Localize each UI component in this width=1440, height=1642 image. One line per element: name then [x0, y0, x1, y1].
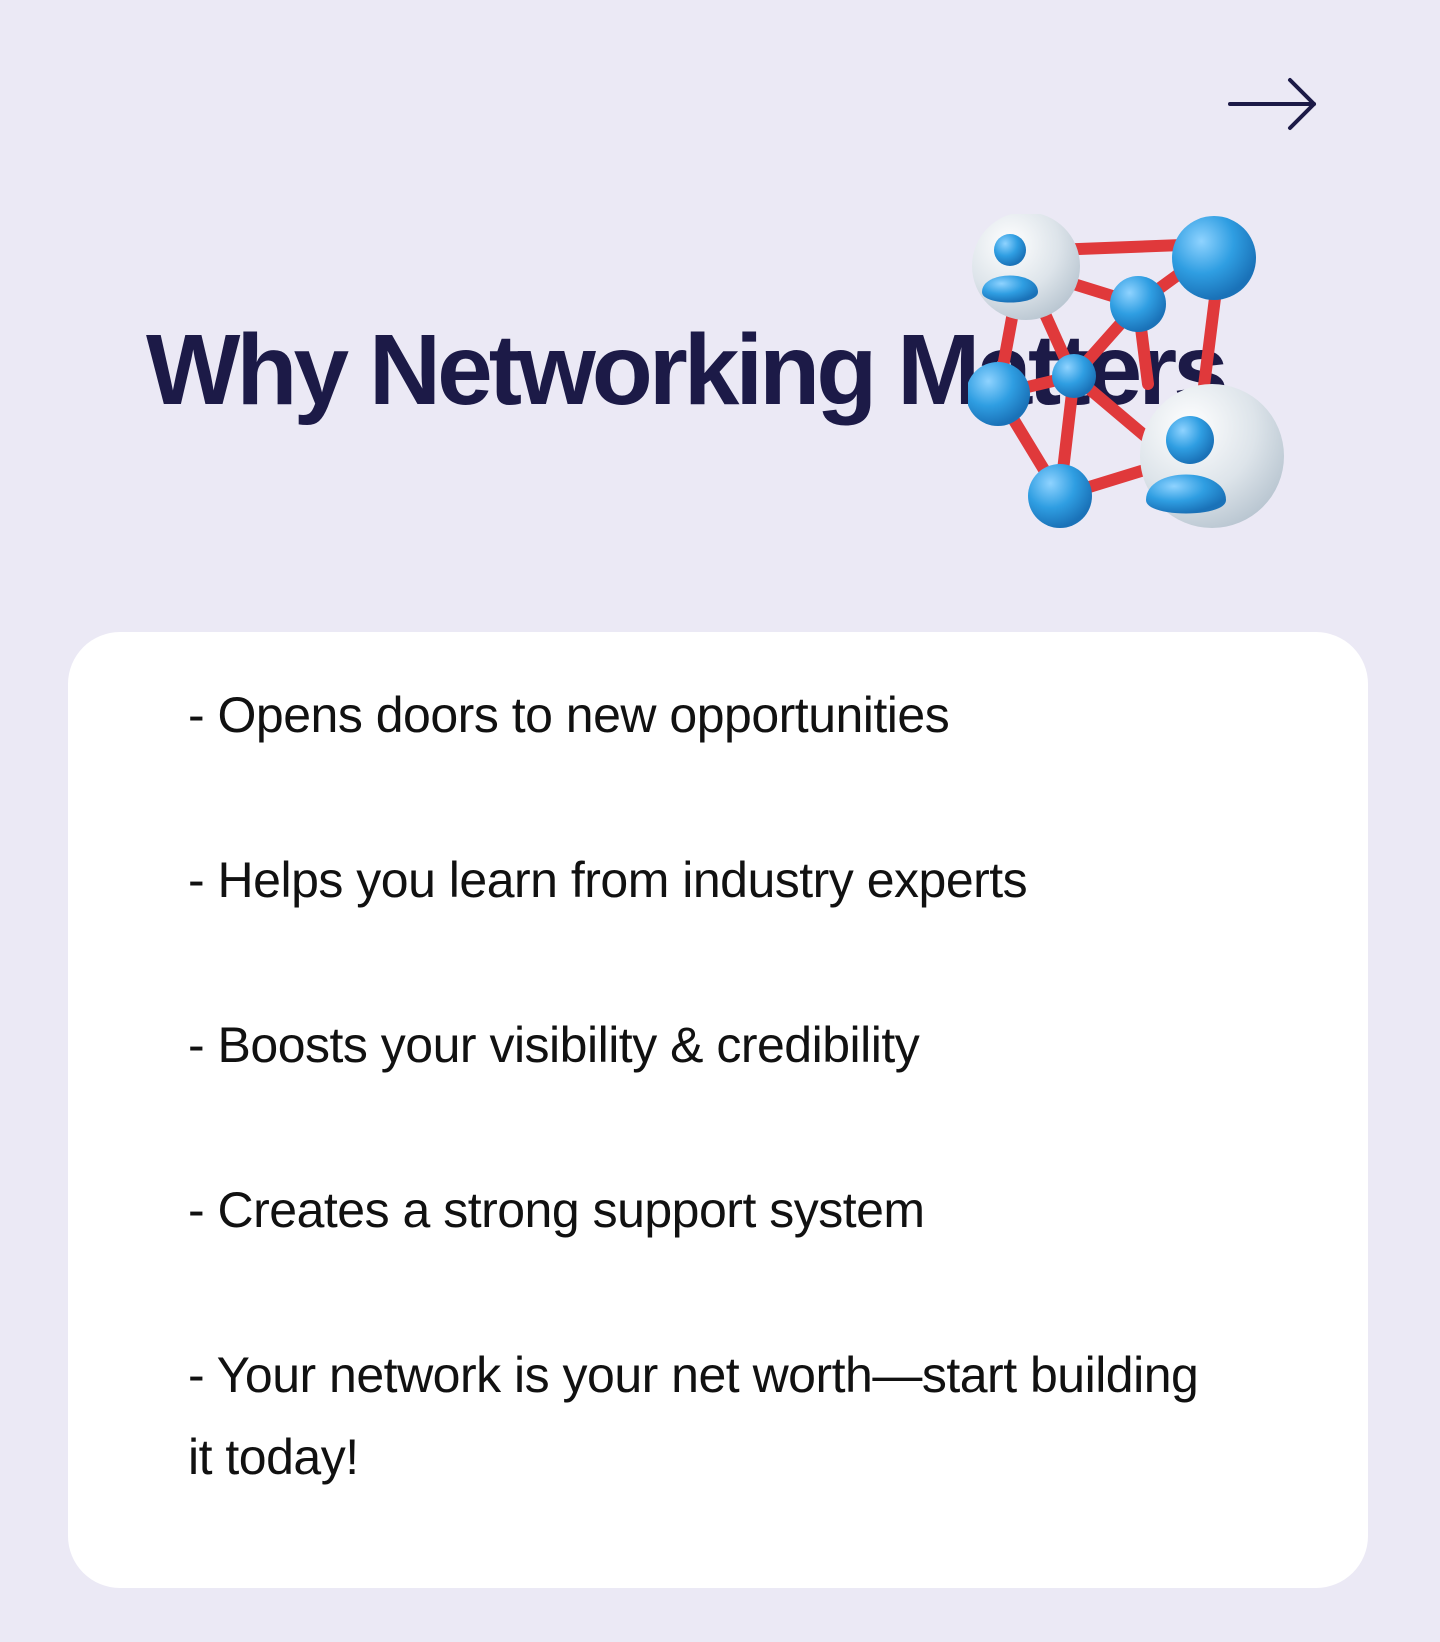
- network-node: [1028, 464, 1092, 528]
- list-item: - Your network is your net worth—start b…: [188, 1347, 1199, 1485]
- list-item: - Opens doors to new opportunities: [188, 687, 950, 743]
- benefits-card: - Opens doors to new opportunities - Hel…: [68, 632, 1368, 1588]
- network-node: [1110, 276, 1166, 332]
- arrow-right-icon[interactable]: [1228, 76, 1320, 132]
- network-node: [1172, 216, 1256, 300]
- list-item: - Helps you learn from industry experts: [188, 852, 1028, 908]
- list-item: - Boosts your visibility & credibility: [188, 1017, 920, 1073]
- list-item: - Creates a strong support system: [188, 1182, 925, 1238]
- avatar-node-bottom: [1140, 384, 1284, 528]
- avatar-node-top: [972, 214, 1080, 320]
- network-people-icon: [968, 214, 1284, 528]
- benefit-list: - Opens doors to new opportunities - Hel…: [188, 674, 1228, 1581]
- network-node: [968, 362, 1030, 426]
- network-node: [1052, 354, 1096, 398]
